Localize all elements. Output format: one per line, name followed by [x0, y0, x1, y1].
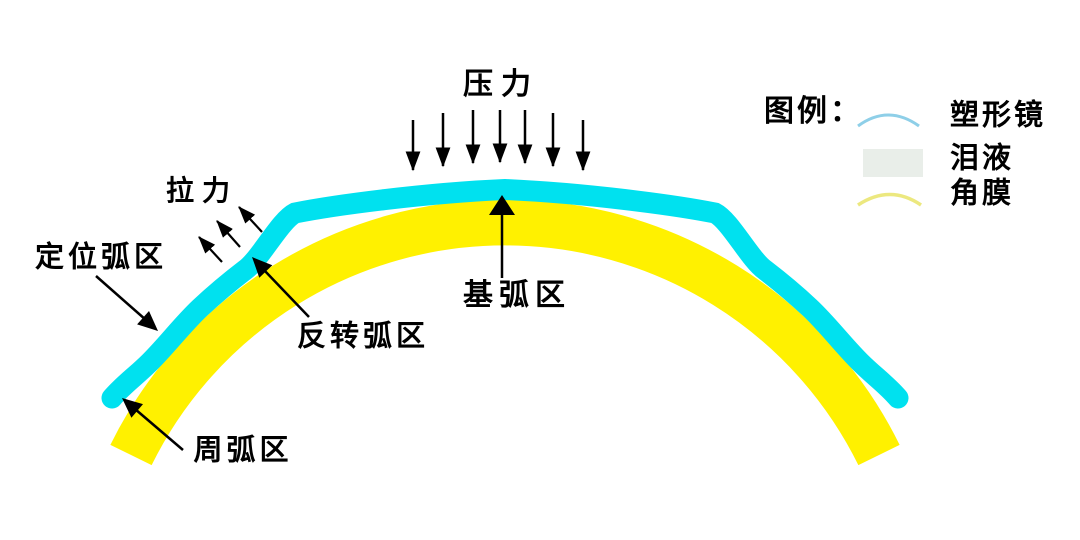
legend-swatches — [857, 113, 923, 207]
legend-lens-swatch-icon — [857, 113, 920, 128]
pull-arrows — [198, 206, 263, 263]
pressure-arrows — [405, 110, 591, 172]
positioning-zone-label: 定位弧区 — [34, 241, 168, 274]
pull-arrow — [198, 236, 223, 263]
pull-arrow — [216, 220, 241, 248]
legend-title: 图例： — [764, 95, 863, 128]
peripheral-zone-label: 周弧区 — [193, 434, 293, 467]
pressure-label: 压力 — [463, 68, 539, 101]
positioning-zone-arrow — [95, 275, 158, 331]
base-zone-label: 基弧区 — [463, 279, 571, 312]
reverse-zone-arrow — [252, 257, 310, 318]
pull-arrow — [238, 206, 263, 233]
legend-item-tear-label: 泪液 — [950, 142, 1015, 175]
reverse-zone-label: 反转弧区 — [296, 320, 430, 353]
base-zone-arrow — [489, 195, 515, 278]
legend-item-cornea-label: 角膜 — [950, 177, 1015, 210]
legend-item-lens-label: 塑形镜 — [950, 99, 1047, 132]
legend-tear-swatch-icon — [863, 149, 923, 177]
peripheral-zone-arrow — [122, 398, 184, 451]
pull-label: 拉力 — [165, 175, 239, 206]
legend-cornea-swatch-icon — [857, 192, 922, 207]
cornea-band — [110, 199, 900, 466]
lens-band — [101, 178, 909, 409]
